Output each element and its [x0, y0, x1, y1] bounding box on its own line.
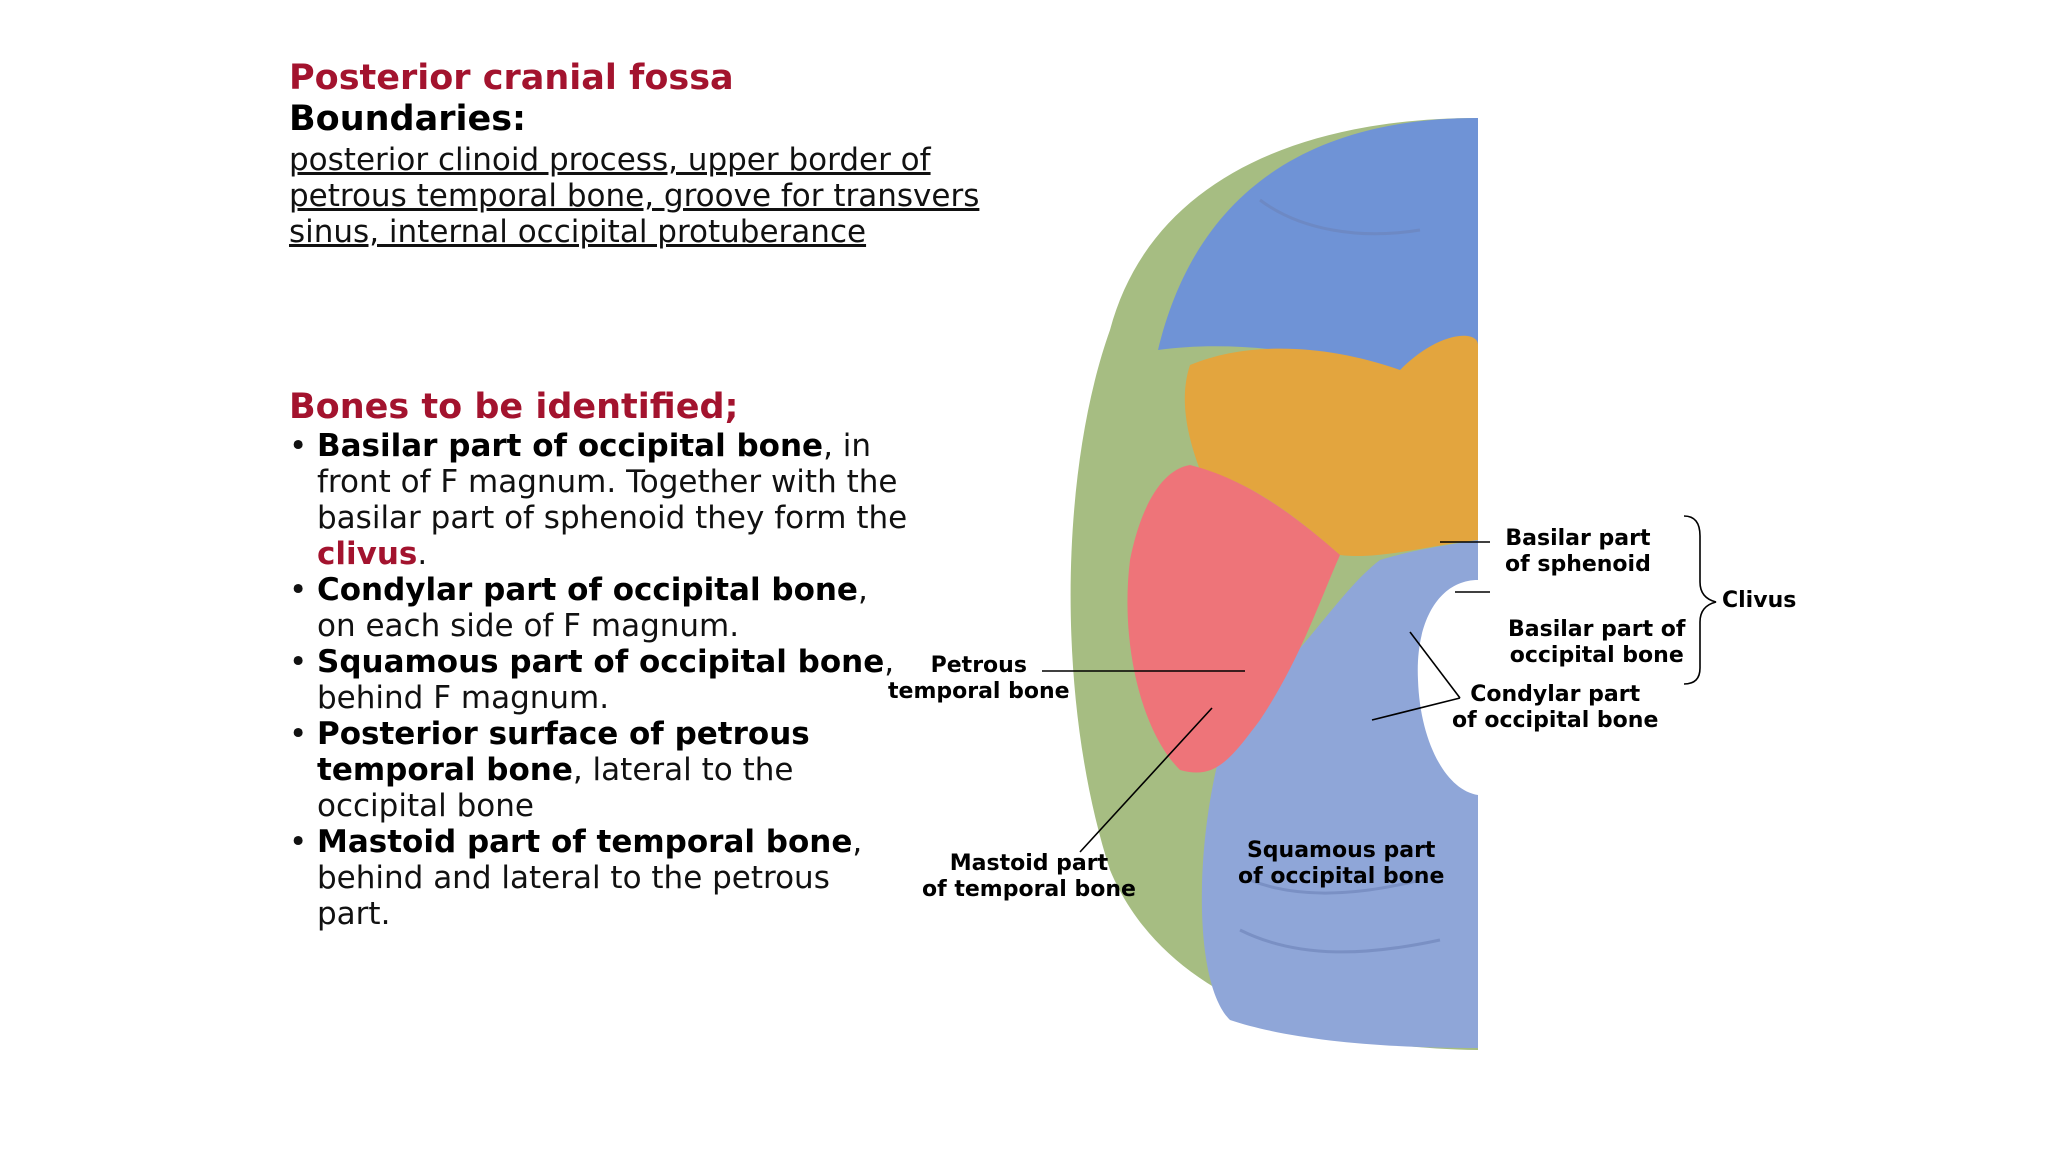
- label-line: of occipital bone: [1238, 864, 1445, 889]
- foramen-magnum: [1417, 580, 1478, 795]
- label-line: occipital bone: [1509, 643, 1684, 668]
- bone-description: , behind and lateral to the petrous part…: [317, 824, 863, 932]
- bone-name: Condylar part of occipital bone: [317, 572, 858, 608]
- petrous-temporal-region: [1127, 465, 1340, 773]
- label-clivus: Clivus: [1722, 588, 1797, 613]
- bone-name: Basilar part of occipital bone: [317, 428, 824, 464]
- list-item: • Basilar part of occipital bone, in fro…: [289, 428, 909, 572]
- bone-description-end: .: [417, 536, 428, 572]
- leader-line: [1409, 631, 1461, 699]
- leader-lines: [1042, 541, 1490, 853]
- label-line: of occipital bone: [1452, 708, 1659, 733]
- label-petrous-temporal-bone: Petrous temporal bone: [888, 653, 1070, 705]
- clivus-brace: [1683, 515, 1717, 685]
- label-basilar-sphenoid: Basilar part of sphenoid: [1505, 526, 1651, 578]
- anterior-fossa-region: [1158, 118, 1478, 380]
- label-mastoid-part: Mastoid part of temporal bone: [922, 851, 1136, 903]
- bullet-glyph: •: [289, 572, 308, 608]
- bones-title: Bones to be identified;: [289, 387, 739, 427]
- boundaries-label: Boundaries:: [289, 99, 527, 139]
- boundaries-line: petrous temporal bone, groove for transv…: [289, 178, 980, 214]
- label-line: Mastoid part: [949, 851, 1109, 876]
- list-item: • Mastoid part of temporal bone, behind …: [289, 824, 909, 932]
- label-squamous-part: Squamous part of occipital bone: [1238, 838, 1444, 890]
- label-line: Condylar part: [1470, 682, 1641, 707]
- label-line: Basilar part: [1505, 526, 1651, 551]
- list-item: • Posterior surface of petrous temporal …: [289, 716, 909, 824]
- bone-description: , on each side of F magnum.: [317, 572, 868, 644]
- bone-description: , lateral to the occipital bone: [317, 752, 794, 824]
- boundaries-line: posterior clinoid process, upper border …: [289, 142, 931, 178]
- bone-description: , in front of F magnum. Together with th…: [317, 428, 908, 536]
- label-line: Petrous: [930, 653, 1027, 678]
- bullet-glyph: •: [289, 644, 308, 680]
- list-item: • Squamous part of occipital bone, behin…: [289, 644, 909, 716]
- label-line: of sphenoid: [1505, 552, 1651, 577]
- bone-name: Squamous part of occipital bone: [317, 644, 885, 680]
- label-line: of temporal bone: [922, 877, 1136, 902]
- bone-texture: [1239, 928, 1441, 954]
- boundaries-text: posterior clinoid process, upper border …: [289, 142, 979, 250]
- occipital-bone-region: [1201, 540, 1478, 1048]
- skull-base-half: [1070, 118, 1478, 1050]
- bullet-glyph: •: [289, 716, 308, 752]
- label-line: temporal bone: [888, 679, 1070, 704]
- bullet-glyph: •: [289, 824, 308, 860]
- list-item: • Condylar part of occipital bone, on ea…: [289, 572, 909, 644]
- clivus-highlight: clivus: [317, 536, 418, 572]
- label-basilar-occipital: Basilar part of occipital bone: [1508, 617, 1685, 669]
- bone-texture: [1249, 878, 1421, 895]
- sphenoid-region: [1184, 335, 1478, 557]
- bone-name: Mastoid part of temporal bone: [317, 824, 853, 860]
- bone-name: Posterior surface of petrous temporal bo…: [317, 716, 810, 788]
- boundaries-line: sinus, internal occipital protuberance: [289, 214, 867, 250]
- bones-list: • Basilar part of occipital bone, in fro…: [289, 428, 909, 932]
- leader-line: [1079, 707, 1213, 853]
- label-condylar-part: Condylar part of occipital bone: [1452, 682, 1658, 734]
- bone-description: , behind F magnum.: [317, 644, 895, 716]
- bullet-glyph: •: [289, 428, 308, 464]
- page-title: Posterior cranial fossa: [289, 58, 734, 98]
- leader-line: [1371, 697, 1461, 721]
- label-line: Squamous part: [1246, 838, 1436, 863]
- bone-texture: [1259, 198, 1421, 236]
- label-line: Basilar part of: [1508, 617, 1686, 642]
